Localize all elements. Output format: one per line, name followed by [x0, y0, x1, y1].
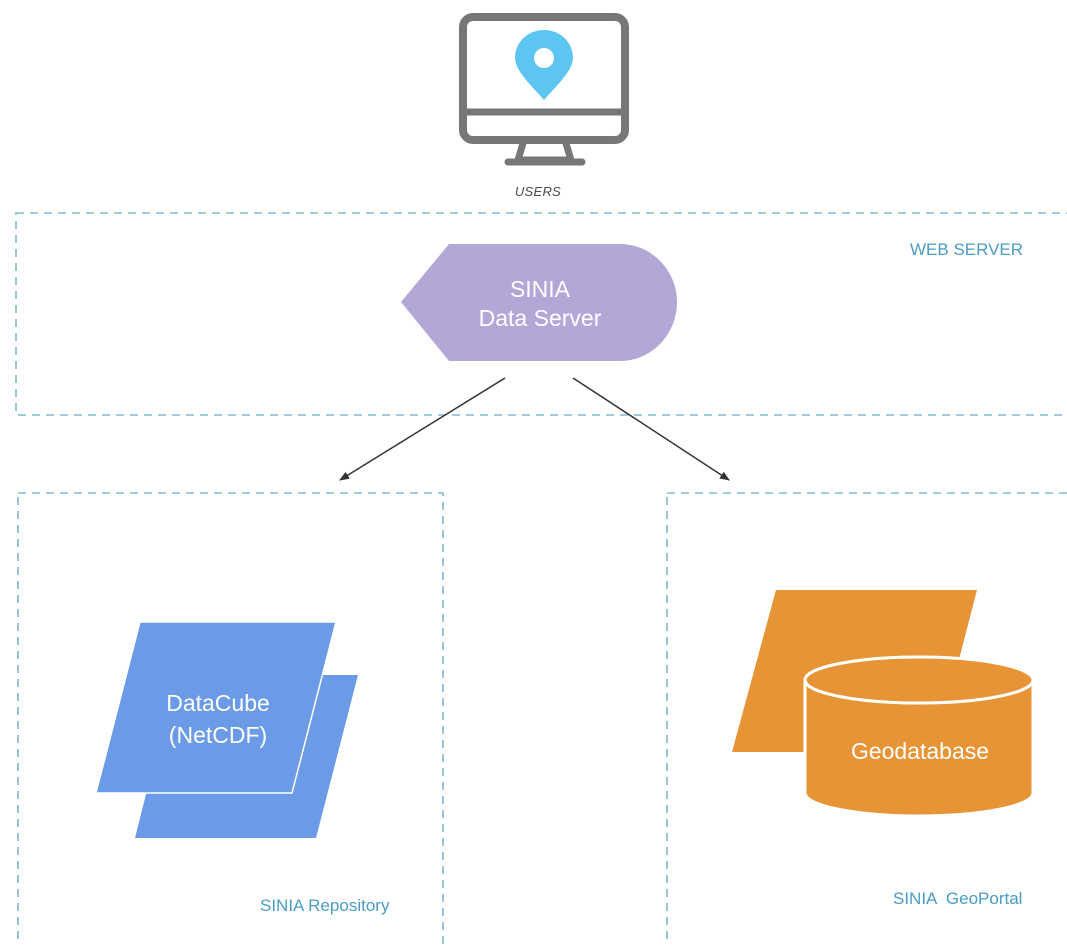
repository-zone — [17, 492, 444, 945]
web-server-zone — [15, 212, 1067, 416]
data-server-node: SINIA Data Server — [430, 275, 650, 333]
datacube-subtitle: (NetCDF) — [168, 721, 268, 748]
datacube-front-layer — [95, 621, 337, 794]
datacube-node: DataCube (NetCDF) — [138, 688, 298, 751]
users-label: USERS — [514, 184, 562, 199]
database-cylinder-icon — [803, 655, 1035, 818]
geodatabase-title: Geodatabase — [850, 738, 990, 764]
location-pin-icon — [515, 30, 573, 100]
geodatabase-node: Geodatabase — [810, 737, 1030, 766]
repository-label: SINIA Repository — [260, 896, 390, 915]
datacube-title: DataCube — [166, 690, 270, 716]
geoportal-label: SINIA GeoPortal — [893, 889, 1023, 908]
data-server-shape — [401, 244, 677, 361]
arrow-to-repository — [339, 377, 506, 481]
data-server-title: SINIA — [509, 276, 571, 302]
data-server-subtitle: Data Server — [478, 304, 602, 331]
monitor-icon — [459, 13, 629, 166]
geoportal-zone — [666, 492, 1067, 945]
web-server-label: WEB SERVER — [910, 240, 1024, 259]
arrow-to-geoportal — [572, 377, 730, 481]
